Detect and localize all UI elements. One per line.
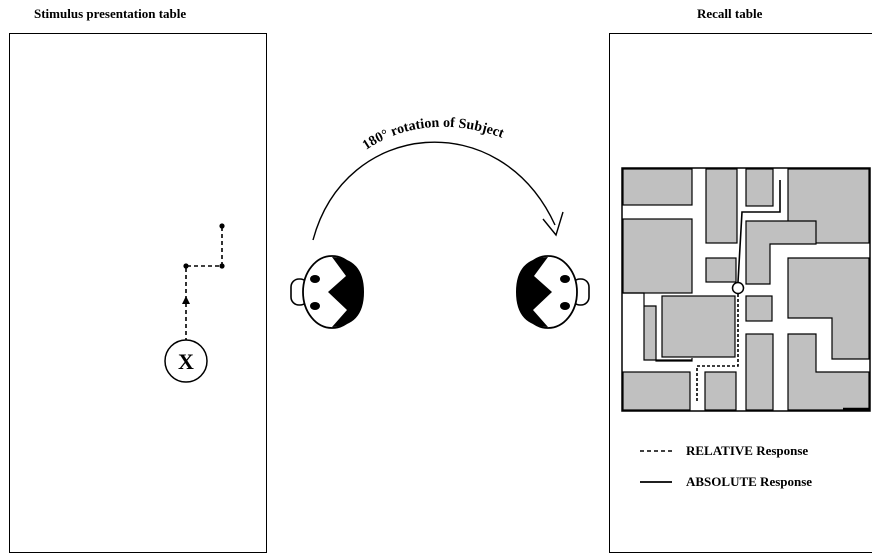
recall-map <box>621 167 871 412</box>
absolute-path <box>737 180 781 283</box>
recall-table-title: Recall table <box>697 6 763 21</box>
recall-start-point <box>731 281 745 295</box>
start-marker: X <box>164 339 208 383</box>
stimulus-path <box>182 223 225 342</box>
start-marker-label: X <box>178 349 194 374</box>
rotation-label: 180° rotation of Subject <box>360 116 506 154</box>
stimulus-presentation-table <box>9 33 267 553</box>
path-node <box>183 263 189 269</box>
rotation-arrow: 180° rotation of Subject <box>312 116 564 241</box>
relative-path <box>696 294 739 401</box>
stimulus-table-title: Stimulus presentation table <box>34 6 187 21</box>
subject-head-left-icon <box>290 255 364 329</box>
path-node <box>219 223 225 229</box>
map-blocks <box>622 168 870 411</box>
path-node <box>219 263 225 269</box>
legend-absolute-label: ABSOLUTE Response <box>686 474 813 489</box>
legend-relative-label: RELATIVE Response <box>686 443 809 458</box>
subject-head-right-icon <box>516 255 590 329</box>
path-arrowhead-icon <box>182 296 190 304</box>
